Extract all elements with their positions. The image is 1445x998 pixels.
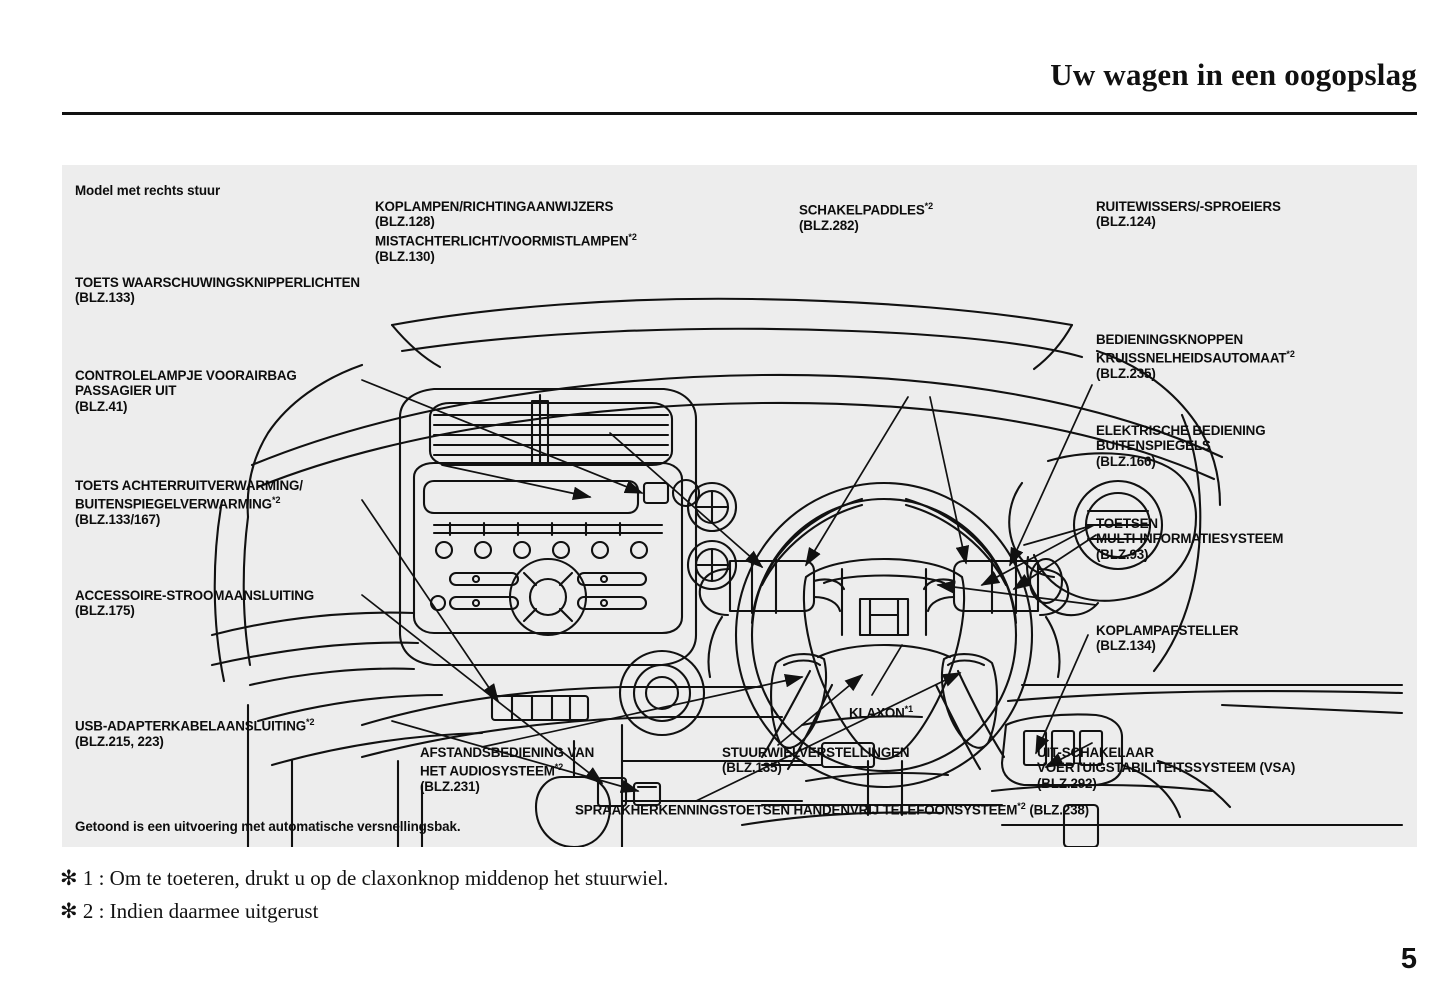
label-line: RUITEWISSERS/-SPROEIERS [1096, 199, 1281, 214]
header-divider [62, 112, 1417, 115]
label-controlelampje-vooraairbag: CONTROLELAMPJE VOORAIRBAG PASSAGIER UIT … [75, 368, 297, 414]
label-kruissnelheidsautomaat: BEDIENINGSKNOPPEN KRUISSNELHEIDSAUTOMAAT… [1096, 332, 1295, 382]
label-line: (BLZ.282) [799, 217, 859, 233]
label-koplampafsteller: KOPLAMPAFSTELLER (BLZ.134) [1096, 623, 1239, 654]
diagram-caption-bottom: Getoond is een uitvoering met automatisc… [75, 819, 461, 834]
page-title: Uw wagen in een oogopslag [1050, 57, 1417, 92]
label-line: TOETS WAARSCHUWINGSKNIPPERLICHTEN [75, 275, 360, 290]
label-line: (BLZ.215, 223) [75, 733, 164, 749]
label-afstandsbediening-audio: AFSTANDSBEDIENING VAN HET AUDIOSYSTEEM*2… [420, 745, 594, 795]
label-spraakherkenningstoetsen: SPRAAKHERKENNINGSTOETSEN HANDENVRIJ TELE… [575, 799, 1089, 818]
label-line: (BLZ.133/167) [75, 512, 161, 528]
dashboard-diagram-panel: Model met rechts stuur Getoond is een ui… [62, 165, 1417, 847]
label-elektrische-buitenspiegels: ELEKTRISCHE BEDIENING BUITENSPIEGELS (BL… [1096, 423, 1266, 469]
label-line: SPRAAKHERKENNINGSTOETSEN HANDENVRIJ TELE… [575, 801, 1089, 818]
label-line: (BLZ.93) [1096, 546, 1149, 562]
label-achterruitverwarming: TOETS ACHTERRUITVERWARMING/ BUITENSPIEGE… [75, 478, 303, 528]
label-line: (BLZ.231) [420, 779, 480, 795]
label-multi-informatiesysteem: TOETSEN MULTI-INFORMATIESYSTEEM (BLZ.93) [1096, 516, 1283, 562]
label-line: MISTACHTERLICHT/VOORMISTLAMPEN*2 [375, 231, 637, 249]
label-line: TOETSEN [1096, 516, 1158, 531]
footnote-2: ✻ 2 : Indien daarmee uitgerust [60, 899, 319, 923]
label-line: PASSAGIER UIT [75, 383, 177, 399]
label-line: (BLZ.130) [375, 248, 435, 264]
footnotes: ✻ 1 : Om te toeteren, drukt u op de clax… [60, 862, 960, 928]
label-line: USB-ADAPTERKABELAANSLUITING*2 [75, 717, 315, 734]
label-line: ELEKTRISCHE BEDIENING [1096, 423, 1266, 438]
label-line: UIT-SCHAKELAAR [1037, 745, 1154, 760]
label-line: BUITENSPIEGELVERWARMING*2 [75, 495, 281, 512]
label-line: (BLZ.175) [75, 603, 135, 619]
label-line: VOERTUIGSTABILITEITSSYSTEEM (VSA) [1037, 760, 1296, 776]
label-line: KRUISSNELHEIDSAUTOMAAT*2 [1096, 349, 1295, 366]
label-line: ACCESSOIRE-STROOMAANSLUITING [75, 588, 315, 603]
page-number: 5 [1400, 943, 1417, 975]
label-line: (BLZ.128) [375, 214, 435, 230]
label-line: MULTI-INFORMATIESYSTEEM [1096, 531, 1284, 547]
label-line: (BLZ.135) [722, 760, 782, 776]
label-line: TOETS ACHTERRUITVERWARMING/ [75, 478, 303, 493]
label-usb-adapterkabel: USB-ADAPTERKABELAANSLUITING*2 (BLZ.215, … [75, 715, 315, 749]
label-koplampen: KOPLAMPEN/RICHTINGAANWIJZERS (BLZ.128) M… [375, 199, 637, 264]
label-line: BUITENSPIEGELS [1096, 438, 1211, 454]
label-schakelpaddles: SCHAKELPADDLES*2 (BLZ.282) [799, 199, 933, 233]
label-klaxon: KLAXON*1 [849, 702, 913, 721]
label-line: KLAXON*1 [849, 704, 914, 721]
label-line: (BLZ.292) [1037, 775, 1097, 791]
label-ruitewissers: RUITEWISSERS/-SPROEIERS (BLZ.124) [1096, 199, 1281, 230]
label-line: SCHAKELPADDLES*2 [799, 201, 934, 218]
label-line: BEDIENINGSKNOPPEN [1096, 332, 1244, 347]
label-line: HET AUDIOSYSTEEM*2 [420, 762, 564, 779]
label-vsa-uitschakelaar: UIT-SCHAKELAAR VOERTUIGSTABILITEITSSYSTE… [1037, 745, 1295, 791]
label-line: CONTROLELAMPJE VOORAIRBAG [75, 368, 297, 383]
label-accessoire-stroomaansluiting: ACCESSOIRE-STROOMAANSLUITING (BLZ.175) [75, 588, 314, 619]
footnote-1: ✻ 1 : Om te toeteren, drukt u op de clax… [60, 866, 669, 890]
label-stuurwielverstellingen: STUURWIELVERSTELLINGEN (BLZ.135) [722, 745, 910, 776]
label-line: (BLZ.133) [75, 290, 135, 306]
label-line: (BLZ.134) [1096, 638, 1156, 654]
label-line: STUURWIELVERSTELLINGEN [722, 745, 910, 760]
label-line: (BLZ.235) [1096, 366, 1156, 382]
label-waarschuwingsknipperlichten: TOETS WAARSCHUWINGSKNIPPERLICHTEN (BLZ.1… [75, 275, 360, 306]
label-line: (BLZ.41) [75, 398, 128, 414]
label-line: KOPLAMPAFSTELLER [1096, 623, 1239, 638]
diagram-caption-top: Model met rechts stuur [75, 183, 221, 198]
label-line: KOPLAMPEN/RICHTINGAANWIJZERS [375, 199, 614, 214]
label-line: (BLZ.166) [1096, 453, 1156, 469]
page-header: Uw wagen in een oogopslag [0, 0, 1445, 120]
label-line: (BLZ.124) [1096, 214, 1156, 230]
label-line: AFSTANDSBEDIENING VAN [420, 745, 595, 760]
